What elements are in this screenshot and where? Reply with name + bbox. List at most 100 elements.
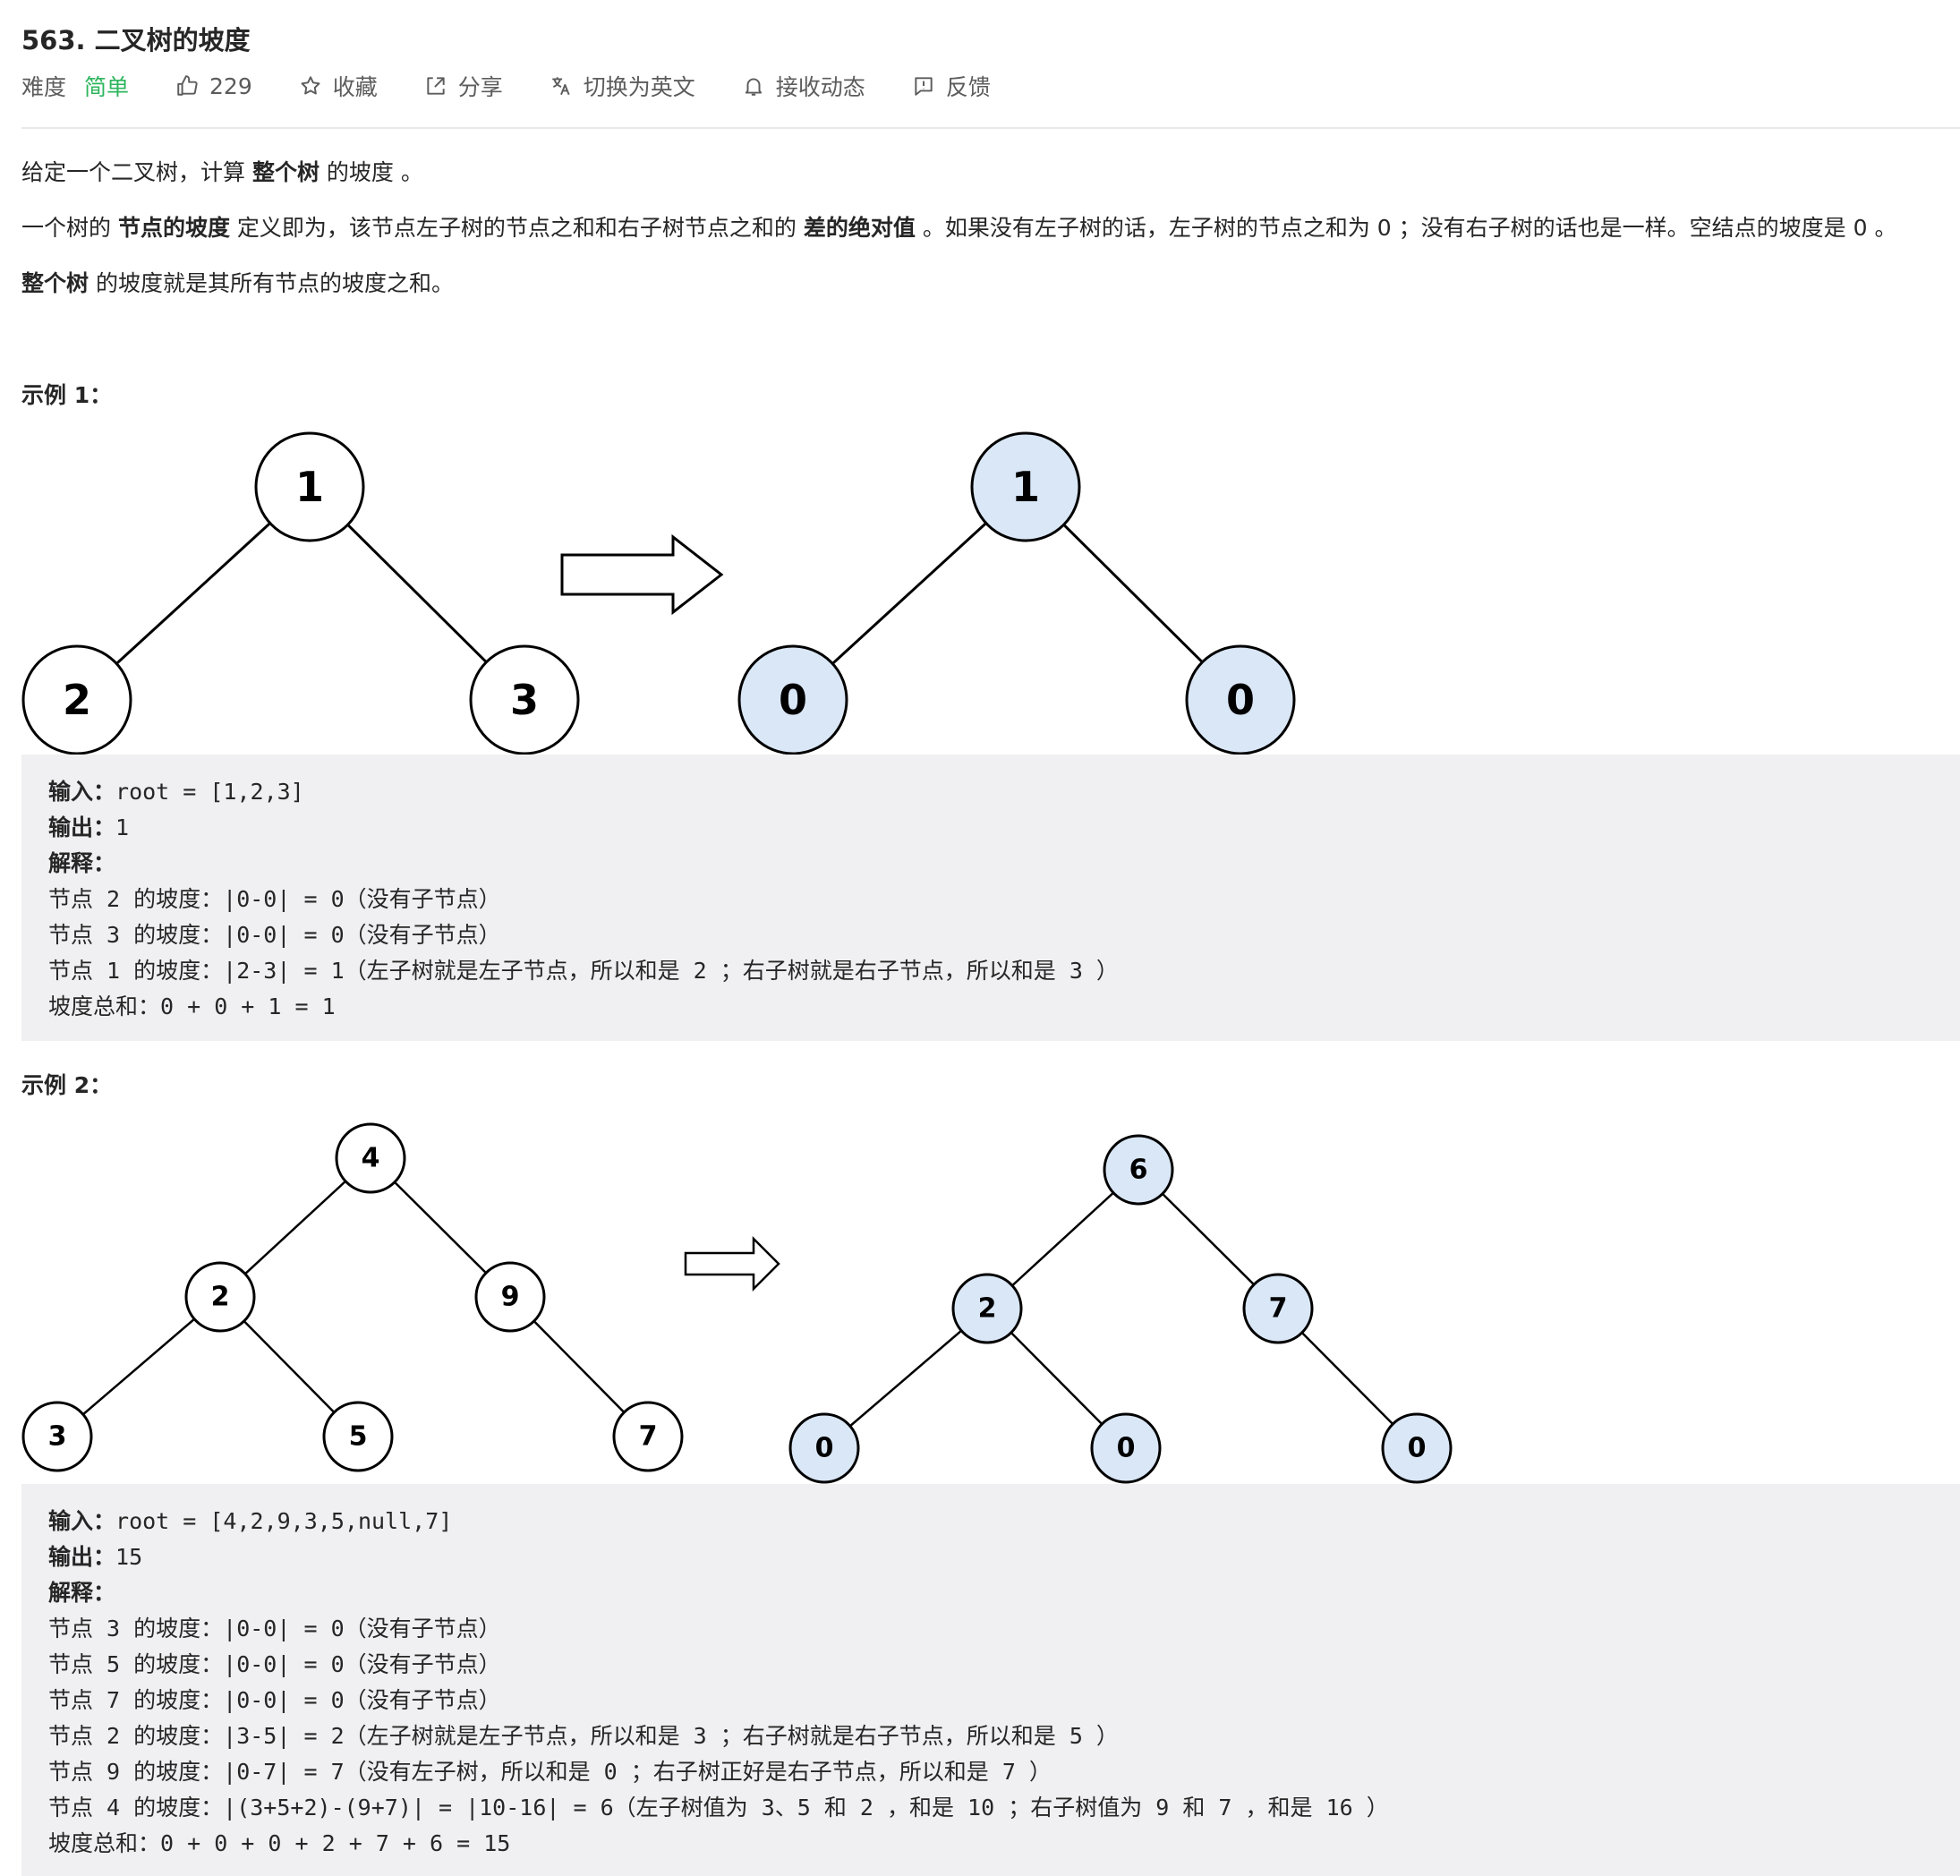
svg-text:2: 2 (63, 676, 91, 724)
page-title: 563. 二叉树的坡度 (21, 25, 251, 55)
explain-label-line: 解释： (48, 1575, 115, 1607)
description-paragraph-3: 整个树 的坡度就是其所有节点的坡度之和。 (21, 266, 454, 298)
example-1-code-block: 输入：root = [1,2,3] 输出：1 解释： 节点 2 的坡度：|0-0… (21, 755, 1960, 1041)
star-icon (301, 76, 320, 95)
description-paragraph-1: 给定一个二叉树，计算 整个树 的坡度 。 (21, 155, 423, 187)
input-value: root = [4,2,9,3,5,null,7] (115, 1508, 453, 1534)
explain-line: 节点 2 的坡度：|0-0| = 0（没有子节点） (48, 886, 501, 912)
bold-text: 节点的坡度 (117, 215, 230, 241)
feedback-button[interactable]: 反馈 (912, 70, 991, 102)
svg-text:4: 4 (362, 1143, 380, 1174)
explain-line: 节点 5 的坡度：|0-0| = 0（没有子节点） (48, 1651, 501, 1677)
explain-line: 节点 2 的坡度：|3-5| = 2（左子树就是左子节点，所以和是 3 ；右子树… (48, 1723, 1119, 1749)
output-line: 输出：1 (48, 810, 129, 842)
tree-node: 4 (335, 1122, 406, 1194)
feedback-icon (915, 77, 933, 96)
tree-node: 3 (21, 1401, 93, 1472)
result-tree-node: 7 (1242, 1273, 1314, 1344)
svg-text:5: 5 (349, 1421, 368, 1453)
tree-node: 9 (474, 1261, 546, 1333)
svg-text:0: 0 (1408, 1433, 1427, 1464)
svg-text:3: 3 (510, 676, 539, 724)
share-button[interactable]: 分享 (424, 70, 503, 102)
explain-line: 坡度总和：0 + 0 + 1 = 1 (48, 993, 336, 1019)
example-2-label: 示例 2： (21, 1072, 113, 1098)
svg-text:7: 7 (639, 1421, 658, 1453)
bold-text: 整个树 (21, 270, 89, 296)
explain-line: 节点 1 的坡度：|2-3| = 1（左子树就是左子节点，所以和是 2 ；右子树… (48, 958, 1119, 984)
result-tree-node: 0 (1090, 1412, 1162, 1484)
thumbs-up-icon (177, 75, 198, 96)
favorite-button[interactable]: 收藏 (299, 70, 378, 102)
explain-label: 解释： (48, 850, 116, 876)
svg-text:1: 1 (1011, 463, 1040, 511)
subscribe-label: 接收动态 (775, 74, 865, 100)
output-line: 输出：15 (48, 1539, 142, 1572)
explain-label: 解释： (48, 1580, 116, 1606)
svg-text:0: 0 (815, 1433, 834, 1464)
text: 给定一个二叉树，计算 (21, 159, 252, 185)
example-2-tree-diagram: 4 2 9 3 5 7 6 2 7 0 0 0 (21, 1122, 1453, 1484)
like-button[interactable]: 229 (175, 73, 252, 99)
output-value: 15 (115, 1544, 143, 1570)
switch-language-label: 切换为英文 (583, 74, 695, 100)
example-1-tree-diagram: 1 2 3 1 0 0 (21, 431, 1296, 755)
svg-text:0: 0 (1226, 676, 1255, 724)
output-label: 输出： (48, 1544, 116, 1570)
svg-text:0: 0 (779, 676, 807, 724)
text: 定义即为，该节点左子树的节点之和和右子树节点之和的 (229, 215, 804, 241)
description-paragraph-2: 一个树的 节点的坡度 定义即为，该节点左子树的节点之和和右子树节点之和的 差的绝… (21, 210, 1896, 243)
divider (21, 127, 1960, 129)
text: 的坡度就是其所有节点的坡度之和。 (89, 270, 454, 296)
output-value: 1 (115, 814, 130, 840)
input-label: 输入： (48, 1508, 116, 1534)
example-1-label: 示例 1： (21, 382, 113, 408)
explain-line: 节点 4 的坡度：|(3+5+2)-(9+7)| = |10-16| = 6（左… (48, 1795, 1389, 1821)
tree-node: 1 (254, 431, 365, 542)
tree-node: 2 (21, 644, 132, 755)
result-tree-node: 0 (1185, 644, 1296, 755)
bold-text: 差的绝对值 (803, 215, 916, 241)
result-tree-node: 0 (788, 1412, 860, 1484)
tree-node: 7 (612, 1401, 684, 1472)
tree-node: 3 (469, 644, 580, 755)
explain-label-line: 解释： (48, 846, 115, 878)
svg-text:7: 7 (1269, 1293, 1288, 1325)
problem-toolbar: 难度 简单 229 收藏 分享 切换为英文 接收动态 反馈 (21, 70, 1037, 102)
explain-line: 节点 3 的坡度：|0-0| = 0（没有子节点） (48, 922, 501, 948)
svg-text:1: 1 (295, 463, 324, 511)
difficulty: 难度 简单 (21, 70, 129, 102)
text: 。如果没有左子树的话，左子树的节点之和为 0 ；没有右子树的话也是一样。空结点的… (915, 215, 1897, 241)
output-label: 输出： (48, 814, 116, 840)
input-value: root = [1,2,3] (115, 779, 304, 805)
explain-line: 节点 9 的坡度：|0-7| = 7（没有左子树，所以和是 0 ；右子树正好是右… (48, 1759, 1052, 1785)
text: 的坡度 。 (319, 159, 423, 185)
subscribe-button[interactable]: 接收动态 (742, 70, 865, 102)
result-tree-node: 1 (970, 431, 1081, 542)
share-icon (427, 77, 445, 95)
input-label: 输入： (48, 779, 116, 805)
svg-text:2: 2 (978, 1293, 997, 1325)
bold-text: 整个树 (251, 159, 320, 185)
right-arrow-icon (684, 1235, 780, 1292)
right-arrow-icon (560, 533, 724, 616)
difficulty-label: 难度 (21, 74, 67, 100)
svg-text:9: 9 (501, 1282, 520, 1313)
tree-node: 2 (184, 1261, 256, 1333)
translate-icon (552, 77, 570, 96)
tree-edges (56, 1157, 1418, 1449)
result-tree-node: 0 (1381, 1412, 1453, 1484)
example-2-code-block: 输入：root = [4,2,9,3,5,null,7] 输出：15 解释： 节… (21, 1484, 1960, 1876)
explain-line: 节点 7 的坡度：|0-0| = 0（没有子节点） (48, 1687, 501, 1713)
result-tree-node: 2 (951, 1273, 1023, 1344)
favorite-label: 收藏 (332, 74, 378, 100)
bell-icon (745, 78, 762, 96)
svg-text:3: 3 (48, 1421, 67, 1453)
feedback-label: 反馈 (945, 74, 991, 100)
explain-line: 坡度总和：0 + 0 + 0 + 2 + 7 + 6 = 15 (48, 1830, 511, 1856)
share-label: 分享 (457, 74, 503, 100)
text: 一个树的 (21, 215, 118, 241)
difficulty-value: 简单 (84, 74, 130, 100)
switch-language-button[interactable]: 切换为英文 (550, 70, 695, 102)
